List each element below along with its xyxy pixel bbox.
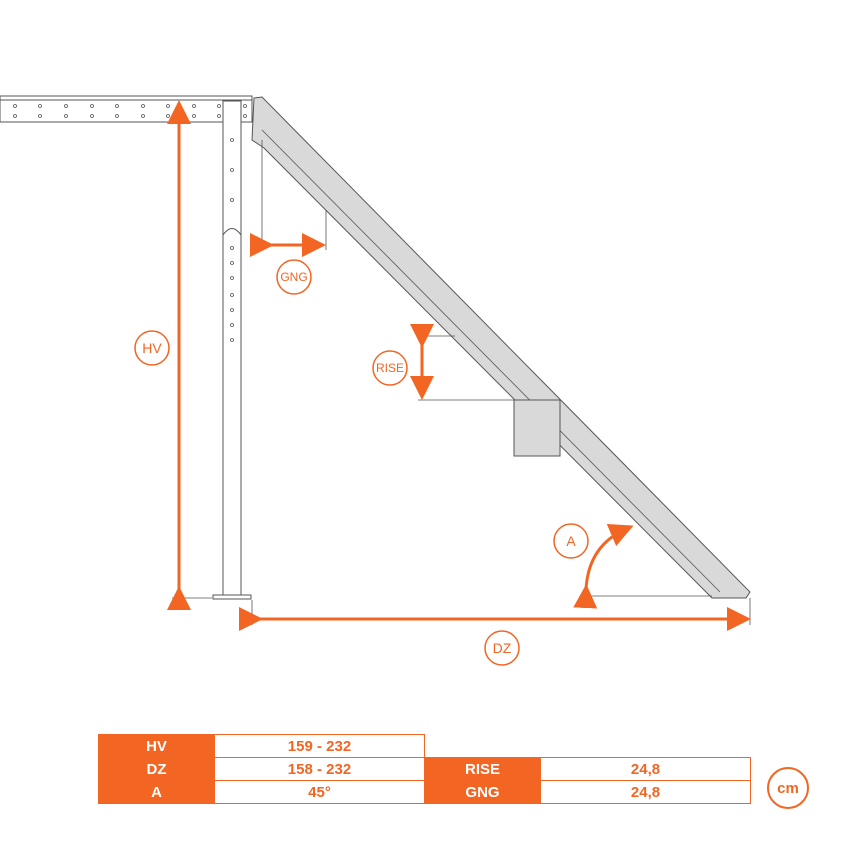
table-row: DZ 158 - 232 RISE 24,8: [98, 757, 751, 781]
dimensions-table: HV 159 - 232 DZ 158 - 232 RISE 24,8 A 45…: [98, 734, 751, 804]
angle-label: A: [566, 533, 576, 549]
table-value-cell: 24,8: [540, 780, 751, 804]
table-header-cell: HV: [98, 734, 215, 758]
table-value-cell: 158 - 232: [214, 757, 425, 781]
angle-arc-arrow: [573, 524, 634, 609]
unit-badge: cm: [767, 767, 809, 809]
table-value-cell: 24,8: [540, 757, 751, 781]
table-value-cell: 45°: [214, 780, 425, 804]
table-header-cell: DZ: [98, 757, 215, 781]
support-post: [212, 100, 252, 600]
table-header-cell: A: [98, 780, 215, 804]
hv-label: HV: [142, 340, 162, 356]
dz-label: DZ: [493, 640, 512, 656]
table-row: A 45° GNG 24,8: [98, 780, 751, 804]
floor-beam: [0, 95, 253, 123]
table-header-cell: GNG: [424, 780, 541, 804]
table-value-cell: 159 - 232: [214, 734, 425, 758]
rise-label: RISE: [376, 361, 404, 375]
table-row: HV 159 - 232: [98, 734, 751, 758]
gng-label: GNG: [280, 270, 307, 284]
stair-stringer: [172, 96, 751, 625]
table-header-cell: RISE: [424, 757, 541, 781]
